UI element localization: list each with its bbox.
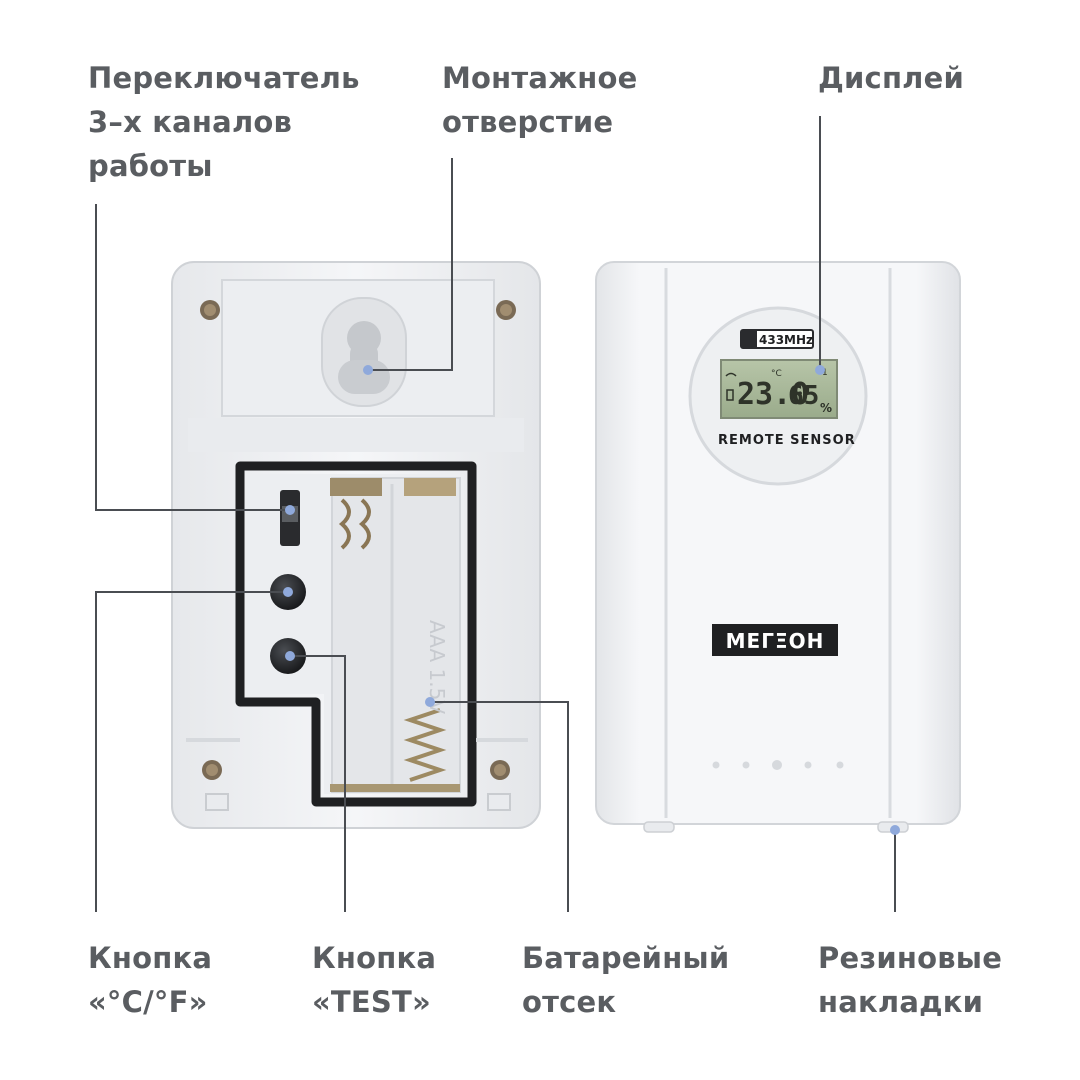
label-line: отверстие [442,105,614,139]
vent-hole [772,760,782,770]
label-line: Батарейный [522,941,730,975]
leader-dot [285,505,295,515]
leader-line-mounting-hole [368,158,453,371]
label-line: Кнопка [312,941,437,975]
label-display: Дисплей [818,56,964,100]
channel-switch [280,490,300,546]
label-line: отсек [522,985,617,1019]
label-rubber-pads: Резиновые накладки [818,936,1002,1024]
leader-line-channel-switch [95,204,290,511]
lcd-percent: % [820,401,832,415]
wireless-icon [741,330,757,348]
label-line: Резиновые [818,941,1003,975]
leader-line-battery [430,701,569,912]
label-cf-button: Кнопка «°C/°F» [88,936,212,1024]
leader-dot [890,825,900,835]
battery-slot [331,477,461,793]
label-line: «TEST» [312,985,431,1019]
label-line: накладки [818,985,984,1019]
label-line: Дисплей [818,61,965,95]
label-line: «°C/°F» [88,985,208,1019]
leader-dot [815,365,825,375]
label-line: Монтажное [442,61,638,95]
label-line: Переключатель [88,61,360,95]
leader-dot [425,697,435,707]
battery-spring-icon [330,708,460,792]
screw-icon [490,760,510,780]
vent-hole [742,761,750,769]
rubber-pad [487,793,511,811]
lcd-channel: 1 [822,368,828,378]
battery-indicator-icon [726,389,734,401]
leader-lines [95,116,896,912]
battery-contact-top [330,478,456,550]
signal-icon [725,372,737,377]
keyhole-mounting-hole [321,297,407,407]
lcd-unit: °C [771,369,782,379]
label-test-button: Кнопка «TEST» [312,936,436,1024]
leader-line-test-button [290,655,346,912]
screw-icon [202,760,222,780]
label-line: Кнопка [88,941,213,975]
vent-hole [804,761,812,769]
lcd-temperature: 23.0 [737,377,809,412]
screw-icon [200,300,220,320]
leader-line-cf-button [95,591,288,912]
back-ridge [188,418,524,452]
screw-icon [496,300,516,320]
vent-hole [712,761,720,769]
lcd-humidity: 65 [788,381,819,411]
leader-dot [363,365,373,375]
label-channel-switch: Переключатель 3–х каналов работы [88,56,360,188]
label-mounting-hole: Монтажное отверстие [442,56,637,144]
brand-logo [712,624,838,656]
back-view [171,261,541,829]
label-line: 3–х каналов [88,105,293,139]
label-battery-compartment: Батарейный отсек [522,936,729,1024]
vent-hole [836,761,844,769]
brand-logo-text: МΕΓΞΟΗ [726,629,825,653]
rubber-pad [643,821,675,833]
label-line: работы [88,149,213,183]
compartment-gasket [235,461,477,807]
front-housing [595,261,961,825]
leader-dot [285,651,295,661]
front-view: 433MHz 23.0 65 % °C 1 REMOTE SENSOR МΕΓΞ… [595,261,961,833]
rubber-pad [205,793,229,811]
frequency-badge-text: 433MHz [759,333,813,347]
sensor-caption: REMOTE SENSOR [718,433,856,448]
leader-dots [283,365,900,835]
leader-dot [283,587,293,597]
